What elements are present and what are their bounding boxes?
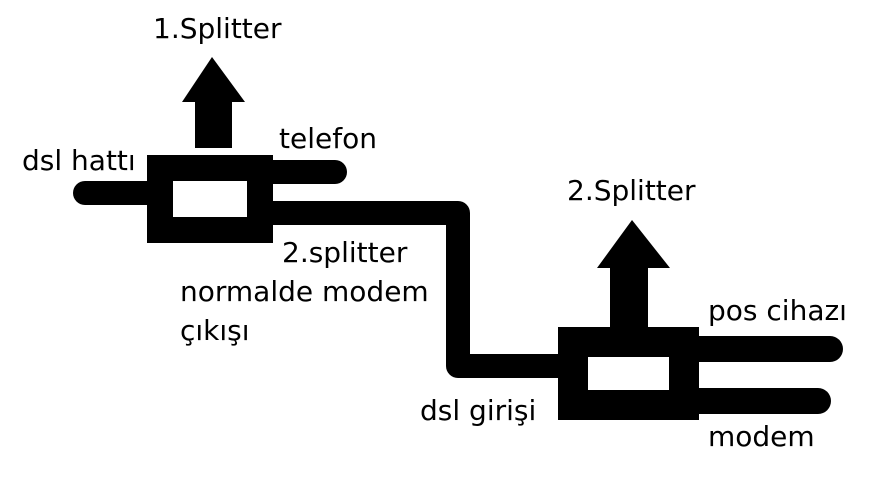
modem-output-label-line-1: 2.splitter	[282, 236, 408, 269]
splitter-link-cable	[248, 201, 585, 378]
dsl-input-label: dsl girişi	[420, 394, 536, 427]
modem-output-label-line-2: normalde modem	[180, 275, 429, 308]
pos-device-label: pos cihazı	[708, 294, 847, 327]
splitter-2-label: 2.Splitter	[567, 174, 696, 207]
dsl-line-label: dsl hattı	[22, 144, 136, 177]
splitter-1-arrow	[182, 57, 245, 148]
splitter-2-box	[558, 327, 699, 420]
splitter-1-box	[147, 155, 273, 243]
modem-label: modem	[708, 420, 815, 453]
splitter-2-arrow	[597, 220, 670, 330]
phone-label: telefon	[279, 122, 377, 155]
modem-output-label-line-3: çıkışı	[180, 314, 250, 347]
splitter-1-label: 1.Splitter	[153, 12, 282, 45]
